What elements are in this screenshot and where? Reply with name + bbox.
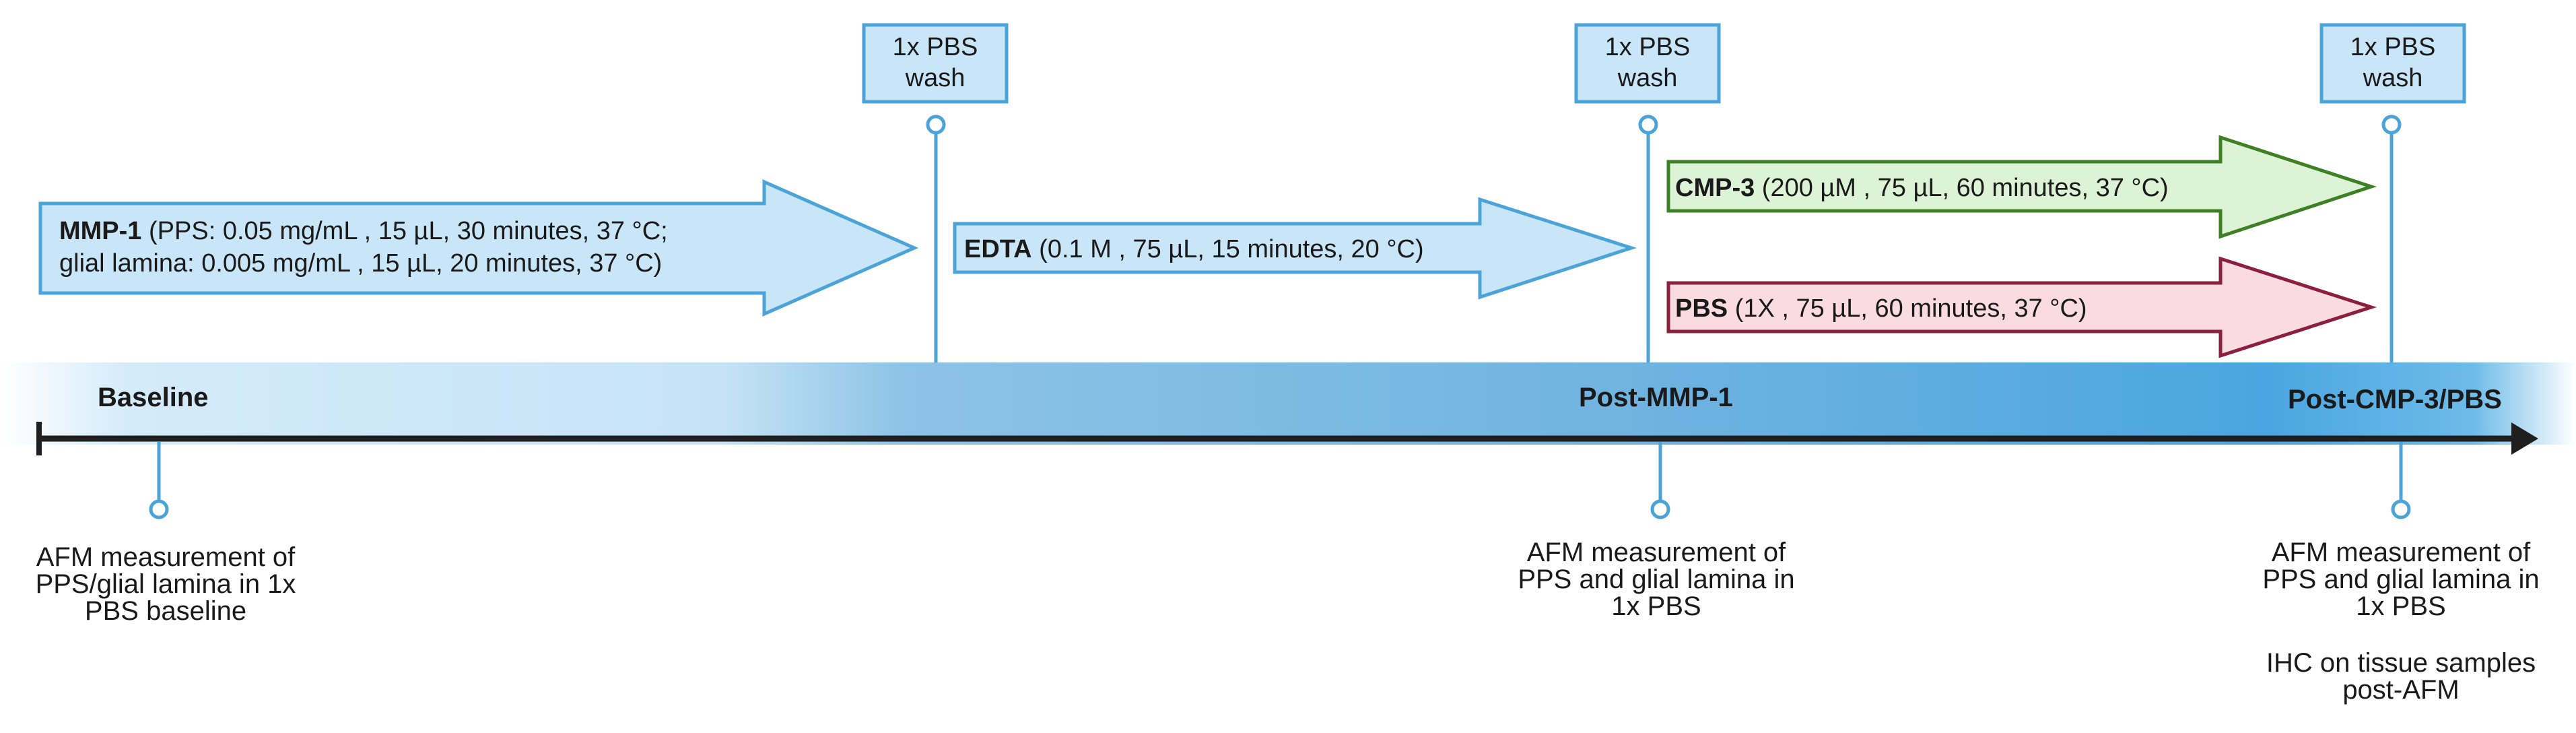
annotation-line: 1x PBS xyxy=(2356,592,2446,621)
pbs-arrow: PBS (1X , 75 µL, 60 minutes, 37 °C) xyxy=(1666,256,2377,358)
annotation-line: 1x PBS xyxy=(1611,592,1701,621)
annotation-line: PPS and glial lamina in xyxy=(1518,565,1795,594)
mmp1-name: MMP-1 xyxy=(59,217,141,245)
annotation-line: post-AFM xyxy=(2342,675,2460,705)
edta-name: EDTA xyxy=(964,235,1032,263)
pbs-text: PBS (1X , 75 µL, 60 minutes, 37 °C) xyxy=(1675,294,2087,323)
annotation-line: AFM measurement of xyxy=(36,542,296,572)
wash-pin-3 xyxy=(2381,115,2402,135)
pbs-detail: (1X , 75 µL, 60 minutes, 37 °C) xyxy=(1728,294,2087,323)
cmp3-name: CMP-3 xyxy=(1675,174,1755,202)
mmp1-detail-2: glial lamina: 0.005 mg/mL , 15 µL, 20 mi… xyxy=(59,249,662,278)
edta-detail: (0.1 M , 75 µL, 15 minutes, 20 °C) xyxy=(1032,235,1424,263)
annotation-line: AFM measurement of xyxy=(2271,538,2531,567)
wash-label-line2: wash xyxy=(2363,64,2423,92)
post-cmp3-annotation: AFM measurement of PPS and glial lamina … xyxy=(2230,539,2572,703)
timeline-band xyxy=(0,362,2576,445)
annotation-line: PBS baseline xyxy=(84,596,247,626)
wash-box-3: 1x PBS wash xyxy=(2319,23,2466,104)
baseline-annotation: AFM measurement of PPS/glial lamina in 1… xyxy=(4,544,327,625)
afm-pin-1 xyxy=(149,499,169,519)
baseline-label: Baseline xyxy=(98,383,209,412)
wash-box-2: 1x PBS wash xyxy=(1574,23,1721,104)
post-cmp3-label: Post-CMP-3/PBS xyxy=(2288,385,2502,414)
annotation-line: PPS and glial lamina in xyxy=(2262,565,2540,594)
mmp1-arrow: MMP-1 (PPS: 0.05 mg/mL , 15 µL, 30 minut… xyxy=(38,179,919,317)
wash-box-1: 1x PBS wash xyxy=(862,23,1009,104)
mmp1-detail-1: (PPS: 0.05 mg/mL , 15 µL, 30 minutes, 37… xyxy=(141,217,667,245)
post-mmp1-label: Post-MMP-1 xyxy=(1579,383,1733,412)
edta-text: EDTA (0.1 M , 75 µL, 15 minutes, 20 °C) xyxy=(964,235,1424,263)
wash-label-line1: 1x PBS xyxy=(2350,33,2436,61)
post-mmp1-annotation: AFM measurement of PPS and glial lamina … xyxy=(1481,539,1831,620)
wash-label-line1: 1x PBS xyxy=(1605,33,1691,61)
annotation-line: PPS/glial lamina in 1x xyxy=(35,569,296,599)
wash-pin-2 xyxy=(1638,115,1658,135)
afm-pin-2 xyxy=(1650,499,1670,519)
wash-label-line2: wash xyxy=(905,64,965,92)
timeline-arrowhead xyxy=(2511,422,2538,455)
wash-pin-1 xyxy=(926,115,946,135)
annotation-line: AFM measurement of xyxy=(1526,538,1786,567)
cmp3-detail: (200 µM , 75 µL, 60 minutes, 37 °C) xyxy=(1755,174,2168,202)
cmp3-arrow: CMP-3 (200 µM , 75 µL, 60 minutes, 37 °C… xyxy=(1666,135,2377,239)
mmp1-text-line1: MMP-1 (PPS: 0.05 mg/mL , 15 µL, 30 minut… xyxy=(59,217,668,245)
cmp3-text: CMP-3 (200 µM , 75 µL, 60 minutes, 37 °C… xyxy=(1675,174,2169,202)
edta-arrow: EDTA (0.1 M , 75 µL, 15 minutes, 20 °C) xyxy=(953,197,1637,300)
pbs-name: PBS xyxy=(1675,294,1728,323)
annotation-line: IHC on tissue samples xyxy=(2266,648,2536,678)
wash-label-line1: 1x PBS xyxy=(893,33,978,61)
afm-pin-3 xyxy=(2391,499,2411,519)
wash-label-line2: wash xyxy=(1617,64,1678,92)
